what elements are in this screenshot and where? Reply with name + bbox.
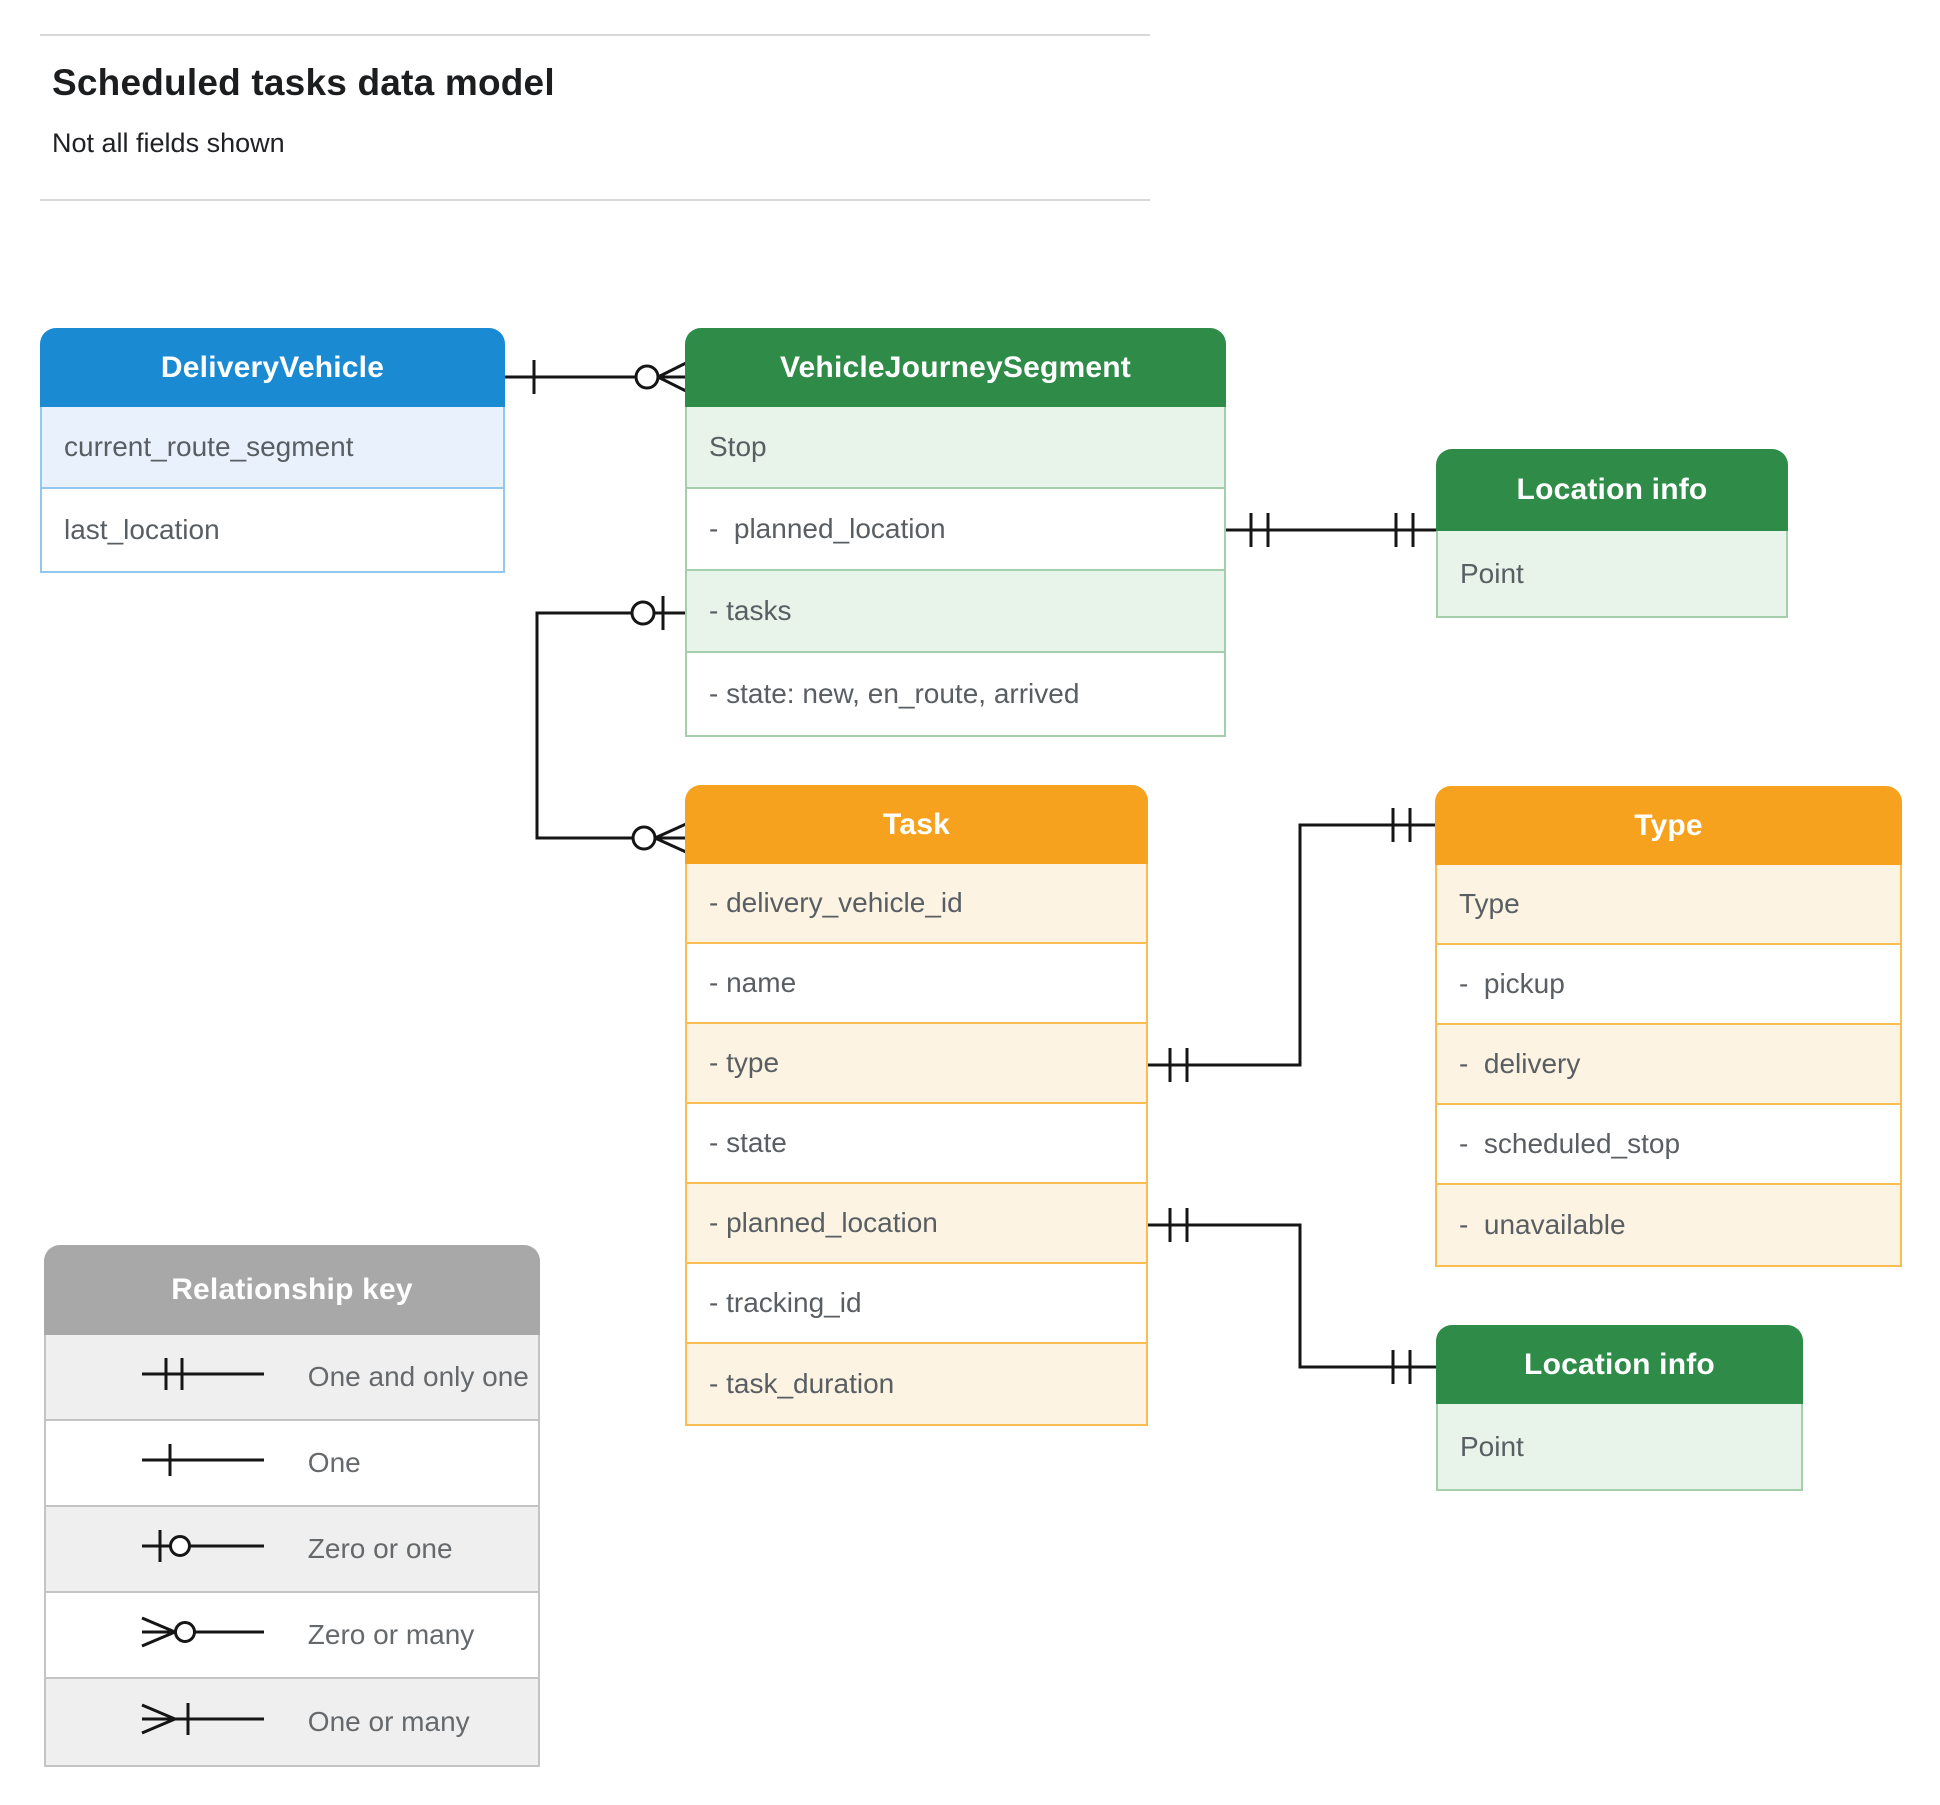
entity-type-title: Type [1435, 786, 1902, 865]
relationship-key: Relationship key One and only one One [44, 1245, 540, 1767]
entity-location-info-top-title: Location info [1436, 449, 1788, 531]
relationship-key-title: Relationship key [44, 1245, 540, 1335]
legend-label: One and only one [307, 1361, 529, 1392]
field-row: - delivery_vehicle_id [687, 864, 1146, 944]
field-row: - tasks [687, 571, 1224, 653]
one-icon [62, 1406, 266, 1521]
legend-label: Zero or many [307, 1619, 475, 1650]
field-row: - state [687, 1104, 1146, 1184]
entity-delivery-vehicle-title: DeliveryVehicle [40, 328, 505, 407]
field-row: - type [687, 1024, 1146, 1104]
entity-delivery-vehicle: DeliveryVehicle current_route_segment la… [40, 328, 505, 573]
zero-or-many-icon [62, 1578, 266, 1693]
page-title: Scheduled tasks data model [52, 62, 555, 103]
legend-label: Zero or one [307, 1533, 453, 1564]
connector-tasks-task [535, 596, 687, 854]
field-row: last_location [64, 514, 220, 545]
field-row: - unavailable [1437, 1185, 1900, 1265]
legend-row: One [46, 1421, 538, 1507]
entity-type: Type Type - pickup - delivery - schedule… [1435, 786, 1902, 1267]
field-row: Stop [687, 407, 1224, 489]
field-row: Type [1437, 865, 1900, 945]
legend-row: Zero or one [46, 1507, 538, 1593]
legend-row: One and only one [46, 1335, 538, 1421]
page-subtitle: Not all fields shown [52, 128, 285, 158]
connector-plannedlocation-locationinfo-bottom [1148, 1208, 1436, 1384]
entity-task-title: Task [685, 785, 1148, 864]
field-row: Point [1438, 531, 1786, 616]
entity-location-info-top: Location info Point [1436, 449, 1788, 618]
legend-label: One or many [307, 1706, 470, 1737]
legend-row: One or many [46, 1679, 538, 1765]
field-row: - planned_location [687, 489, 1224, 571]
legend-label: One [307, 1447, 361, 1478]
field-row: - planned_location [687, 1184, 1146, 1264]
connector-plannedlocation-locationinfo-top [1226, 513, 1436, 547]
entity-task: Task - delivery_vehicle_id - name - type… [685, 785, 1148, 1426]
entity-location-info-bottom-title: Location info [1436, 1325, 1803, 1404]
title-divider-bottom [40, 199, 1150, 201]
one-or-many-icon [62, 1665, 266, 1780]
field-row: - scheduled_stop [1437, 1105, 1900, 1185]
field-row: - pickup [1437, 945, 1900, 1025]
field-row: current_route_segment [42, 407, 503, 489]
connector-deliveryvehicle-vehiclejourneysegment [505, 360, 687, 394]
zero-or-one-icon [62, 1492, 266, 1607]
one-and-only-one-icon [62, 1320, 266, 1435]
entity-location-info-bottom: Location info Point [1436, 1325, 1803, 1491]
entity-vehicle-journey-segment-title: VehicleJourneySegment [685, 328, 1226, 407]
field-row: - delivery [1437, 1025, 1900, 1105]
title-divider-top [40, 34, 1150, 36]
connector-type-type-entity [1148, 808, 1435, 1082]
field-row: Point [1438, 1404, 1801, 1489]
field-row: - tracking_id [687, 1264, 1146, 1344]
field-row: - task_duration [687, 1344, 1146, 1424]
legend-row: Zero or many [46, 1593, 538, 1679]
entity-vehicle-journey-segment: VehicleJourneySegment Stop - planned_loc… [685, 328, 1226, 737]
field-row: - name [687, 944, 1146, 1024]
field-row: - state: new, en_route, arrived [709, 678, 1080, 709]
